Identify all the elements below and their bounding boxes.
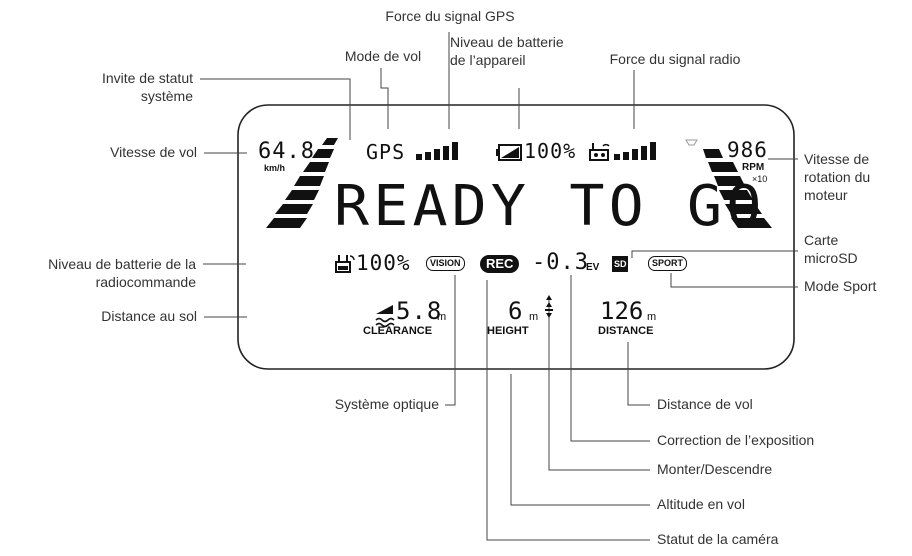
label-system-status-2: système (140, 88, 193, 104)
clearance-icon (375, 305, 395, 328)
label-flight-distance: Distance de vol (657, 396, 753, 412)
lcd-gps: GPS (366, 140, 406, 164)
radio-signal-icon (614, 142, 656, 160)
vision-badge: VISION (426, 256, 465, 271)
lcd-panel (237, 104, 795, 370)
lcd-speed-unit: km/h (264, 163, 286, 173)
lcd-ev-value: -0.3 (532, 250, 589, 275)
label-rc-battery-2: radiocommande (95, 274, 196, 290)
lcd-rc-battery-pct: 100% (356, 251, 411, 275)
lcd-rpm-multiplier: ×10 (752, 174, 768, 184)
rc-battery-icon (335, 255, 355, 273)
label-system-status-1: Invite de statut (101, 70, 193, 86)
rc-signal-icon (589, 143, 610, 161)
label-motor-speed-2: rotation du (804, 169, 871, 185)
label-vision-system: Système optique (334, 396, 439, 412)
lcd-height-value: 6 (508, 297, 524, 325)
left-speed-bars (266, 138, 338, 228)
label-gps-strength: Force du signal GPS (385, 8, 515, 24)
label-rc-battery-1: Niveau de batterie de la (48, 256, 196, 272)
right-rpm-bars (685, 139, 772, 228)
lcd-distance-value: 126 (600, 297, 644, 325)
gps-signal-icon (416, 142, 458, 160)
lcd-height-unit: m (529, 311, 539, 323)
label-microsd-2: microSD (804, 250, 858, 266)
sd-card-icon (612, 256, 628, 272)
lcd-sd-text: SD (614, 259, 627, 269)
lcd-battery-pct: 100% (524, 139, 577, 163)
lcd-clearance-unit: m (437, 311, 447, 323)
label-flight-mode: Mode de vol (344, 48, 422, 64)
label-sport-mode: Mode Sport (804, 278, 877, 294)
label-aircraft-battery-2: de l’appareil (450, 52, 526, 68)
label-ground-distance: Distance au sol (101, 308, 197, 324)
aircraft-battery-icon (496, 144, 522, 161)
label-altitude: Altitude en vol (657, 496, 745, 512)
lcd-distance-unit: m (647, 311, 657, 323)
leader-lines (200, 32, 798, 541)
lcd-rpm-unit: RPM (742, 162, 765, 173)
label-motor-speed-3: moteur (804, 187, 848, 203)
label-motor-speed-1: Vitesse de (804, 151, 870, 167)
ascend-descend-icon (545, 295, 553, 318)
label-ascend-descend: Monter/Descendre (657, 461, 773, 477)
label-camera-status: Statut de la caméra (657, 531, 779, 547)
lcd-ev-unit: EV (586, 262, 600, 273)
label-radio-strength: Force du signal radio (609, 51, 741, 67)
rec-badge: REC (480, 255, 520, 273)
lcd-clearance-value: 5.8 (396, 297, 443, 325)
lcd-status-message: READY TO GO (334, 174, 766, 239)
lcd-rpm: 986 (727, 138, 768, 162)
lcd-speed: 64.8 (258, 139, 315, 164)
label-exposure: Correction de l’exposition (657, 432, 815, 448)
lcd-height-label: HEIGHT (487, 325, 529, 337)
label-aircraft-battery-1: Niveau de batterie (450, 34, 564, 50)
label-microsd-1: Carte (804, 232, 839, 248)
lcd-distance-label: DISTANCE (598, 325, 654, 337)
label-flight-speed: Vitesse de vol (110, 144, 197, 160)
lcd-clearance-label: CLEARANCE (363, 325, 433, 337)
sport-badge: SPORT (648, 256, 688, 271)
